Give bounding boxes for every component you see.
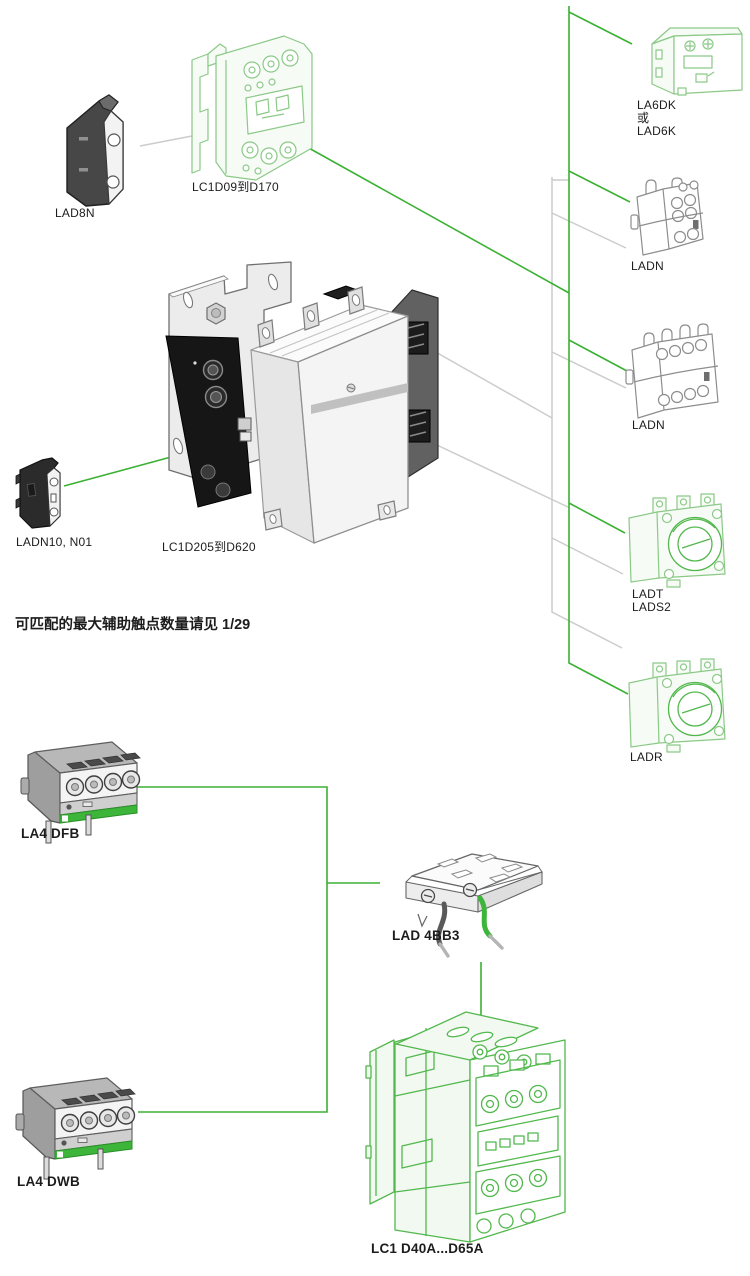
lad8n-illustration [66, 94, 124, 207]
ladt-label-line2: LADS2 [632, 600, 672, 614]
green-branch-la6dk [568, 11, 633, 45]
max-aux-contacts-note: 可匹配的最大辅助触点数量请见 1/29 [15, 617, 251, 633]
lc1d205-label: LC1D205到D620 [162, 540, 256, 554]
la4dfb-illustration [20, 741, 141, 844]
ladn10-label: LADN10, N01 [16, 535, 93, 549]
lc1d09-illustration [191, 35, 313, 181]
lc1d40a-label: LC1 D40A...D65A [371, 1241, 484, 1256]
la4dwb-label: LA4 DWB [17, 1174, 80, 1189]
gray-rail [551, 177, 623, 649]
gray-fan-lower [419, 436, 571, 509]
green-line-lc1d09-trunk [297, 141, 570, 294]
gray-branch-ladn2 [551, 351, 627, 389]
gray-line-lad8n-lc1d09 [139, 135, 193, 147]
ladn1-label: LADN [631, 259, 664, 273]
gray-fan-upper [417, 341, 553, 419]
ladt-label-line1: LADT [632, 587, 664, 601]
la6dk-label-line3: LAD6K [637, 124, 677, 138]
green-trunk [568, 6, 629, 695]
ladn10-illustration [15, 457, 61, 529]
la4dwb-illustration [15, 1077, 136, 1180]
la4dfb-label: LA4 DFB [21, 826, 80, 841]
gray-branch-ladn1 [551, 212, 627, 249]
green-branch-ladt [568, 502, 626, 534]
ladr-label: LADR [630, 750, 663, 764]
ladn1-illustration [630, 177, 704, 256]
gray-branch-ladt [551, 537, 624, 575]
green-branch-ladn1 [568, 170, 631, 203]
green-branch-ladn2 [568, 339, 628, 372]
ladt-illustration [628, 493, 726, 588]
ladn2-label: LADN [632, 418, 665, 432]
green-bus-la4 [137, 786, 328, 1113]
ladn2-illustration [625, 323, 719, 419]
la6dk-label-line2: 或 [637, 111, 650, 125]
lc1d09-label: LC1D09到D170 [192, 180, 279, 194]
la6dk-illustration [651, 27, 743, 96]
lc1d40a-illustration [365, 1011, 566, 1243]
lc1d205-illustration [165, 261, 439, 545]
la6dk-label-line1: LA6DK [637, 98, 677, 112]
lad4bb3-illustration [405, 853, 543, 958]
lad8n-label: LAD8N [55, 206, 95, 220]
ladr-illustration [628, 658, 726, 753]
lad4bb3-label: LAD 4BB3 [392, 928, 460, 943]
